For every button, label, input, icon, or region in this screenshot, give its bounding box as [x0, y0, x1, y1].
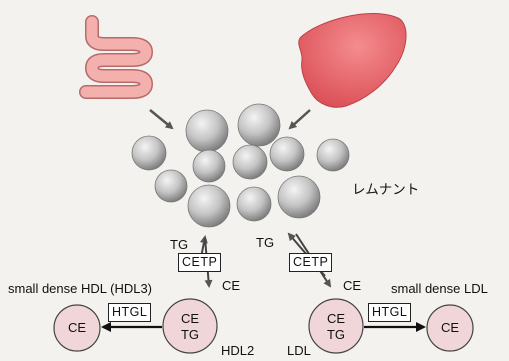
- liver-icon: [299, 14, 406, 108]
- small-dense-ldl-label: small dense LDL: [391, 282, 488, 295]
- right-tg-label: TG: [256, 236, 274, 249]
- ldl-label: LDL: [287, 344, 311, 357]
- left-tg-label: TG: [170, 238, 188, 251]
- sd-ldl-ce-text: CE: [436, 320, 464, 336]
- left-cetp-box: CETP: [178, 253, 221, 272]
- remnant-particle: [233, 145, 267, 179]
- arrow-liver-to-remnant: [290, 110, 310, 128]
- ldl-tg-text: TG: [322, 327, 350, 343]
- left-ce-label: CE: [222, 279, 240, 292]
- small-dense-hdl-label: small dense HDL (HDL3): [8, 282, 152, 295]
- remnant-particle: [237, 187, 271, 221]
- remnant-particle: [238, 104, 280, 146]
- intestine-icon: [86, 22, 146, 92]
- right-cetp-box: CETP: [289, 253, 332, 272]
- remnant-particle: [193, 150, 225, 182]
- htgl-right-box: HTGL: [368, 303, 411, 322]
- remnant-particle: [186, 110, 228, 152]
- hdl2-tg-text: TG: [176, 327, 204, 343]
- remnant-particle: [317, 139, 349, 171]
- hdl2-ce-text: CE: [176, 311, 204, 327]
- remnant-particle: [155, 170, 187, 202]
- hdl2-label: HDL2: [221, 344, 254, 357]
- remnant-particle: [188, 185, 230, 227]
- remnant-particle: [132, 136, 166, 170]
- right-ce-label: CE: [343, 279, 361, 292]
- remnant-label: レムナント: [352, 183, 419, 197]
- arrow-intestine-to-remnant: [150, 110, 172, 128]
- htgl-left-box: HTGL: [108, 303, 151, 322]
- remnant-particle: [278, 176, 320, 218]
- remnant-particle: [270, 137, 304, 171]
- sd-hdl-ce-text: CE: [63, 320, 91, 336]
- ldl-ce-text: CE: [322, 311, 350, 327]
